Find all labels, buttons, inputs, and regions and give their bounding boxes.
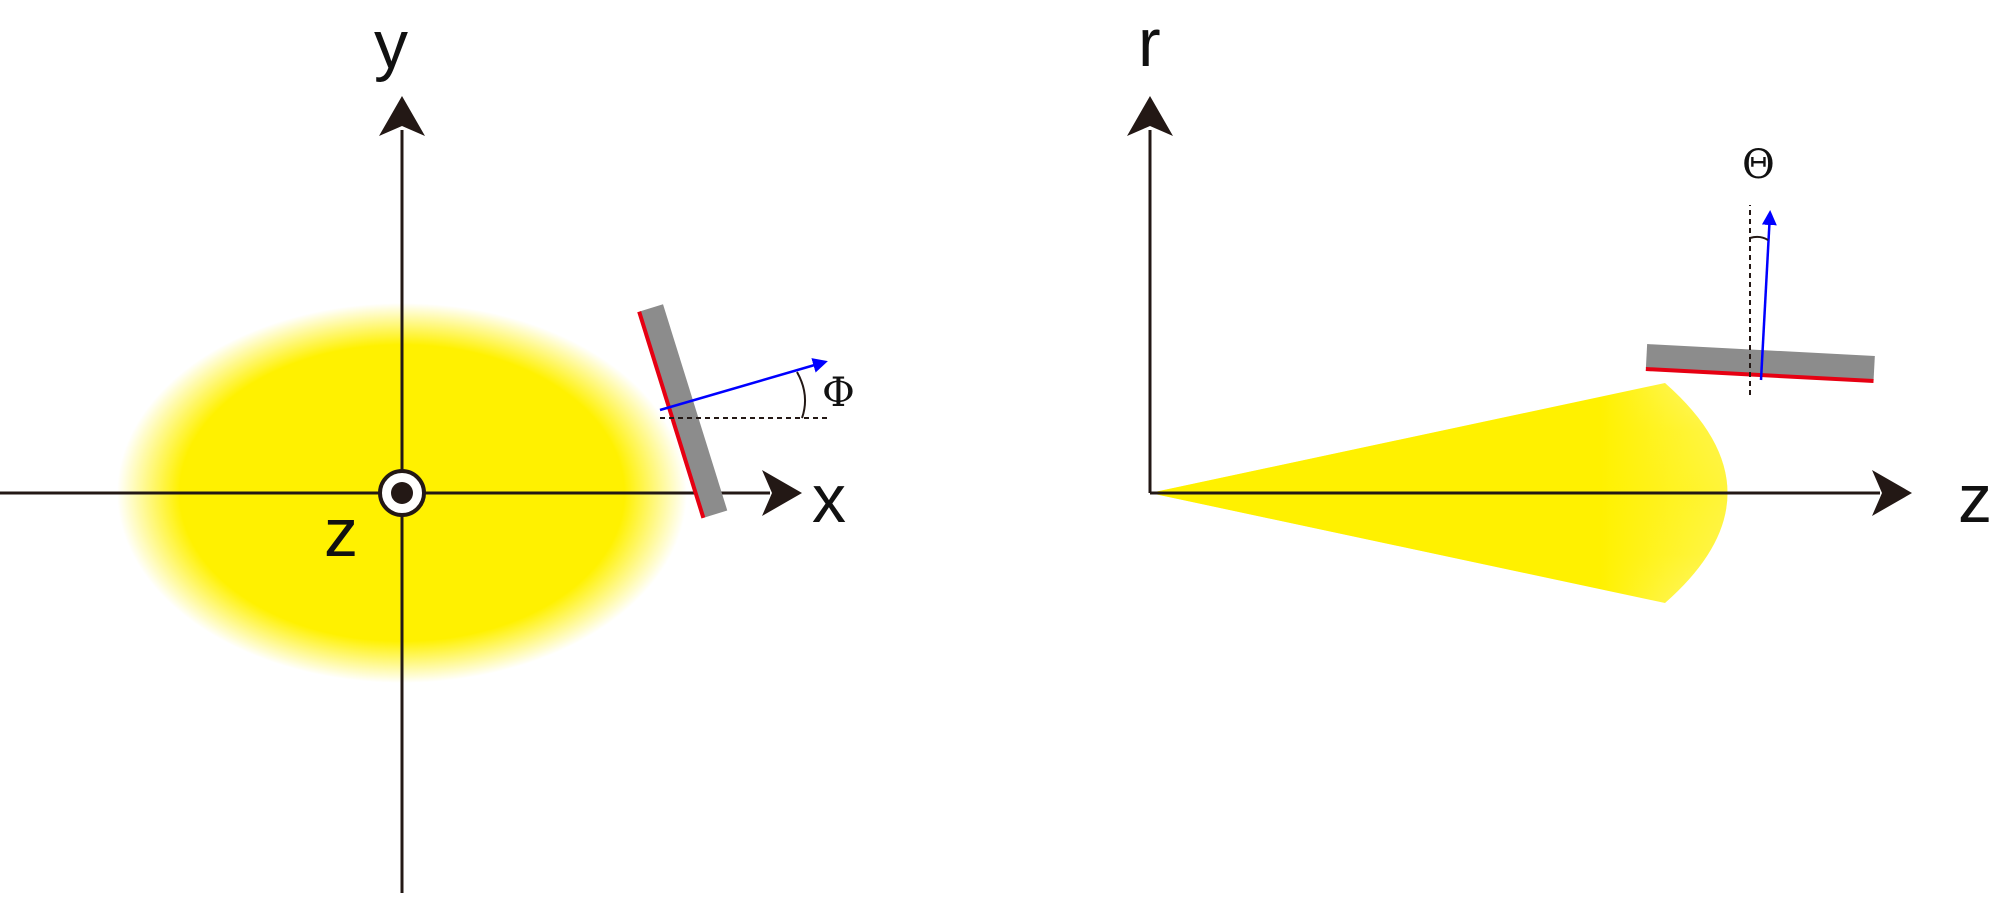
x-axis-label: x [812,461,846,537]
normal-vector-phi [659,358,828,412]
left-panel: x y z Φ [0,7,855,893]
right-panel: z r Θ [1127,5,1992,603]
y-axis-arrowhead [379,96,425,136]
z-axis-dot [391,482,413,504]
x-axis-arrowhead [762,470,802,516]
detector-left [637,304,728,519]
z-axis-arrowhead [1872,470,1912,516]
r-axis-arrowhead [1127,96,1173,136]
z-axis-label: z [324,495,358,571]
z-axis-label: z [1958,461,1992,537]
r-axis-label: r [1138,5,1161,81]
theta-angle-label: Θ [1742,142,1775,188]
y-axis-label: y [374,7,408,83]
detector-body [639,304,728,518]
angle-arc-phi [796,371,807,419]
normal-vector-theta [1759,210,1777,381]
detector-right [1645,344,1875,383]
angle-arc-theta [1749,235,1769,241]
phi-angle-label: Φ [822,370,855,416]
detector-surface [1645,367,1874,383]
detector-surface [637,311,706,519]
